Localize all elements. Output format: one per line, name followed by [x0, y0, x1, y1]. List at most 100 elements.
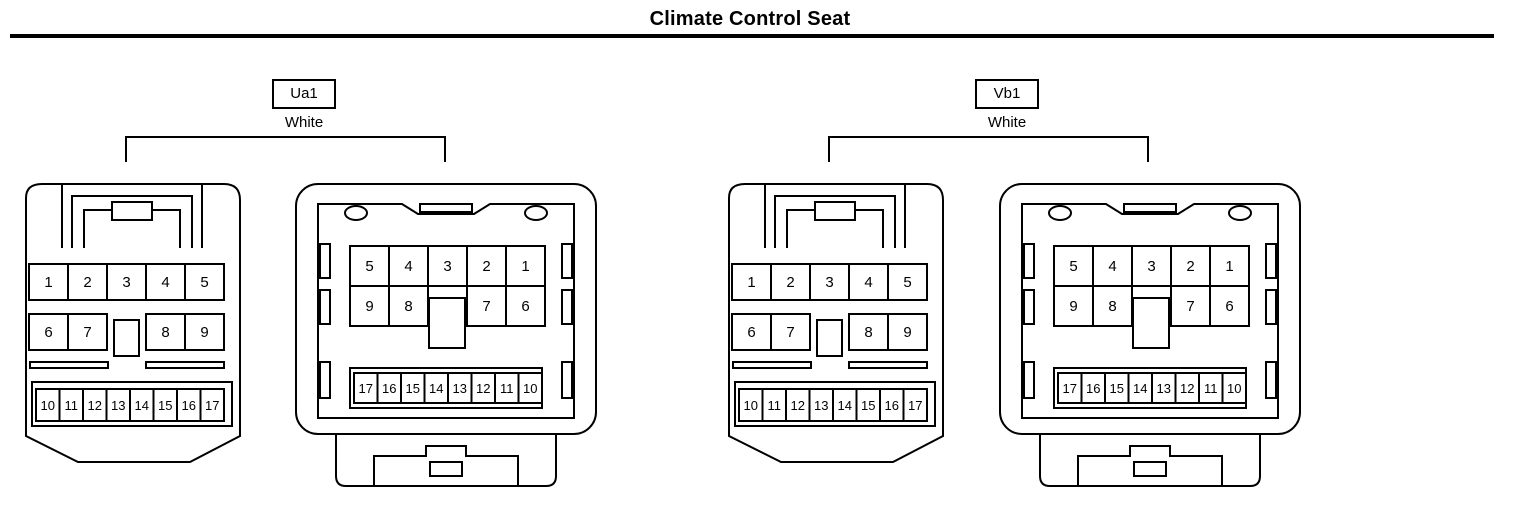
pin-cell [67, 313, 108, 351]
pin-number: 13 [111, 398, 125, 413]
pin-cell [349, 245, 390, 287]
side-guide [561, 361, 573, 399]
pin-cell [1053, 285, 1094, 327]
side-guide [1265, 243, 1277, 279]
pin-number: 16 [382, 381, 396, 396]
pin-number: 4 [161, 274, 169, 291]
pin-cell [388, 285, 429, 327]
pin-cell [505, 245, 546, 287]
pin-number: 15 [861, 398, 875, 413]
pin-cell [184, 263, 225, 301]
pin-number: 5 [365, 258, 373, 275]
pin-number: 14 [838, 398, 852, 413]
side-guide [1023, 243, 1035, 279]
pin-row-frame [31, 381, 233, 427]
title-underline [10, 34, 1494, 38]
pin-cell [1221, 372, 1247, 404]
latch-slot [419, 203, 473, 213]
key-slot [1132, 297, 1170, 349]
pin-cell [466, 285, 507, 327]
pin-cell [902, 388, 928, 422]
pin-cell [1209, 245, 1250, 287]
pin-number: 12 [1180, 381, 1194, 396]
connector-code-label: Vb1 [975, 79, 1039, 109]
pin-number: 14 [429, 381, 443, 396]
pin-number: 5 [1069, 258, 1077, 275]
pin-number: 4 [864, 274, 872, 291]
side-guide [1023, 289, 1035, 325]
housing-outline [999, 183, 1301, 435]
lower-housing [1039, 434, 1261, 487]
locating-bar [29, 361, 109, 369]
lower-latch [373, 445, 519, 486]
pin-number: 12 [476, 381, 490, 396]
side-guide [561, 289, 573, 325]
side-guide [319, 361, 331, 399]
side-guide [319, 289, 331, 325]
pin-number: 8 [161, 324, 169, 341]
pin-number: 3 [122, 274, 130, 291]
pin-number: 15 [406, 381, 420, 396]
latch-channel [764, 184, 906, 248]
pin-cell [770, 313, 811, 351]
pin-number: 9 [1069, 298, 1077, 315]
pin-number: 17 [908, 398, 922, 413]
pin-cell [1170, 285, 1211, 327]
connector-bracket [828, 136, 1149, 162]
pin-number: 3 [443, 258, 451, 275]
connector-code-label: Ua1 [272, 79, 336, 109]
pin-number: 17 [359, 381, 373, 396]
pin-cell [28, 263, 69, 301]
pin-cell [770, 263, 811, 301]
pin-number: 8 [864, 324, 872, 341]
housing-outline [295, 183, 597, 435]
lower-housing [335, 434, 557, 487]
pin-number: 15 [1110, 381, 1124, 396]
connector-color-label: White [284, 114, 324, 131]
pin-number: 5 [200, 274, 208, 291]
pin-number: 4 [1108, 258, 1116, 275]
mount-hole [524, 205, 548, 221]
pin-number: 10 [744, 398, 758, 413]
pin-cell [1092, 285, 1133, 327]
locating-bar [732, 361, 812, 369]
pin-number: 10 [1227, 381, 1241, 396]
pin-number: 13 [814, 398, 828, 413]
latch-slot [1123, 203, 1177, 213]
pin-number: 1 [1225, 258, 1233, 275]
pin-cell [1209, 285, 1250, 327]
pin-number: 16 [1086, 381, 1100, 396]
inner-frame [1021, 203, 1279, 419]
pin-number: 7 [786, 324, 794, 341]
pin-number: 13 [1157, 381, 1171, 396]
pin-number: 11 [500, 381, 514, 396]
pin-number: 10 [41, 398, 55, 413]
pin-number: 6 [521, 298, 529, 315]
housing-outline [25, 183, 241, 463]
key-slot [113, 319, 140, 357]
pin-number: 11 [768, 398, 782, 413]
pin-number: 12 [791, 398, 805, 413]
pin-number: 6 [747, 324, 755, 341]
side-guide [1265, 361, 1277, 399]
pin-number: 11 [1204, 381, 1218, 396]
pin-number: 2 [482, 258, 490, 275]
side-guide [319, 243, 331, 279]
pin-number: 7 [83, 324, 91, 341]
latch-tab [814, 201, 856, 221]
pin-number: 3 [825, 274, 833, 291]
pin-number: 1 [44, 274, 52, 291]
housing-outline [728, 183, 944, 463]
pin-cell [184, 313, 225, 351]
pin-cell [1131, 245, 1172, 287]
latch-channel [61, 184, 203, 248]
locating-bar [848, 361, 928, 369]
connector-bracket [125, 136, 446, 162]
pin-cell [349, 285, 390, 327]
connector-color-label: White [987, 114, 1027, 131]
pin-number: 8 [404, 298, 412, 315]
